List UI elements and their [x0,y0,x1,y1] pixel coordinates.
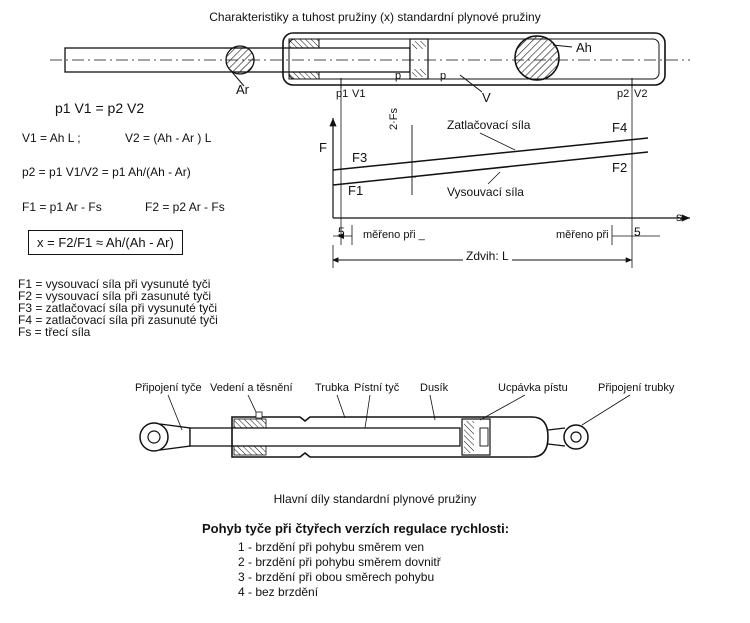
label-ah: Ah [576,40,592,55]
label-piston-seal: Ucpávka pístu [498,382,568,394]
label-piston-rod: Pístní tyč [354,382,400,394]
formula-p2: p2 = p1 V1/V2 = p1 Ah/(Ah - Ar) [22,165,191,179]
legend: F1 = vysouvací síla při vysunuté tyči F2… [18,278,218,338]
label-f4: F4 [612,120,628,135]
regulation-list: 1 - brzdění při pohybu směrem ven 2 - br… [238,540,441,600]
formula-v1: V1 = Ah L ; [22,131,81,145]
label-five-right: 5 [634,225,641,239]
legend-item: F4 = zatlačovací síla při zasunuté tyči [18,313,218,327]
label-stroke: Zdvih: L [463,249,512,263]
force-graph [329,118,690,268]
parts-caption: Hlavní díly standardní plynové pružiny [273,492,477,506]
label-p1: p1 [336,88,349,100]
cylinder-schematic [50,32,690,245]
axis-s-label: s [676,210,682,224]
label-v2: V2 [634,88,648,100]
label-f2: F2 [612,160,628,175]
formula-boyle: p1 V1 = p2 V2 [55,100,145,116]
label-p-left: p [395,70,402,82]
list-item: 4 - bez brzdění [238,585,319,599]
label-v: V [482,90,491,105]
label-five-left: 5 [338,225,345,239]
list-item: 2 - brzdění při pohybu směrem dovnitř [238,555,441,569]
label-ar: Ar [236,82,249,97]
formula-v2: V2 = (Ah - Ar ) L [125,131,212,145]
label-guide-seal: Vedení a těsnění [210,382,293,394]
label-nitrogen: Dusík [420,382,449,394]
label-push-force: Zatlačovací síla [447,118,531,132]
gas-spring-drawing [139,394,631,458]
label-p2: p2 [617,88,630,100]
list-item: 3 - brzdění při obou směrech pohybu [238,570,435,584]
diagram-title: Charakteristiky a tuhost pružiny (x) sta… [209,10,541,24]
label-p-right: p [440,70,447,82]
formula-stiffness: x = F2/F1 ≈ Ah/(Ah - Ar) [28,230,183,255]
label-measured-right: měřeno při [556,229,609,241]
legend-item: F2 = vysouvací síla při zasunuté tyči [18,289,212,303]
legend-item: F3 = zatlačovací síla při vysunuté tyči [18,301,218,315]
label-extension-force: Vysouvací síla [447,185,524,199]
label-two-fs: 2·Fs [388,108,400,130]
label-f3: F3 [352,150,368,165]
list-title: Pohyb tyče při čtyřech verzích regulace … [202,521,510,536]
label-measured-left: měřeno při _ [363,229,425,241]
formula-f1: F1 = p1 Ar - Fs [22,200,102,214]
label-f1: F1 [348,183,364,198]
label-tube: Trubka [315,382,349,394]
label-tube-connection: Připojení trubky [598,382,675,394]
legend-item: Fs = třecí síla [18,325,91,339]
axis-f-label: F [319,140,327,155]
list-item: 1 - brzdění při pohybu směrem ven [238,540,425,554]
formula-f2: F2 = p2 Ar - Fs [145,200,225,214]
label-v1: V1 [352,88,366,100]
label-rod-connection: Připojení tyče [135,382,202,394]
legend-item: F1 = vysouvací síla při vysunuté tyči [18,277,211,291]
